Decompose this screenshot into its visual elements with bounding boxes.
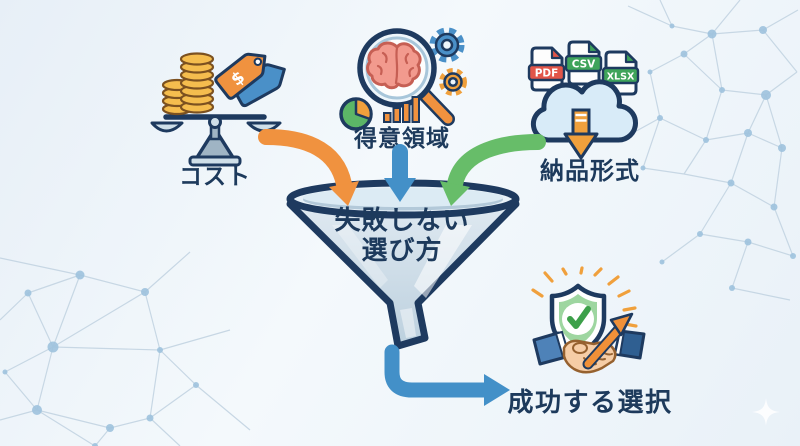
pdf-file-label: PDF bbox=[535, 68, 559, 80]
gear-blue-icon bbox=[429, 27, 465, 63]
csv-file-icon: CSV bbox=[564, 40, 603, 86]
network-mesh-top-right bbox=[619, 0, 799, 301]
pie-chart-icon bbox=[339, 97, 373, 131]
success-label: 成功する選択 bbox=[507, 388, 673, 418]
cloud-download-files-icon: PDF CSV XLSX bbox=[527, 40, 640, 160]
balance-scale-icon bbox=[150, 114, 282, 167]
cost-to-funnel-arrow bbox=[258, 129, 359, 206]
balance-scale-coins-price-tag-icon: $ bbox=[150, 52, 286, 167]
network-mesh-bottom-left bbox=[0, 251, 251, 446]
funnel-spout-highlight bbox=[400, 308, 416, 338]
network-mesh-bottom-left-nodes bbox=[2, 270, 199, 446]
funnel-label-line1: 失敗しない bbox=[334, 206, 470, 236]
brain-icon bbox=[366, 41, 422, 90]
growth-arrow-icon bbox=[582, 312, 634, 370]
shield-check-handshake-icon bbox=[531, 266, 646, 374]
funnel-highlight-left bbox=[332, 225, 388, 288]
sparkle-icon bbox=[752, 398, 780, 426]
checkmark-icon bbox=[567, 306, 591, 329]
funnel-highlight-right bbox=[414, 225, 472, 298]
expertise-to-funnel-arrow bbox=[384, 144, 416, 202]
download-arrow-icon bbox=[563, 108, 599, 160]
gear-orange-icon bbox=[439, 68, 467, 96]
bar-chart-icon bbox=[383, 96, 420, 123]
pdf-file-icon: PDF bbox=[527, 46, 566, 92]
magnifier-handle bbox=[417, 87, 455, 126]
xlsx-file-label: XLSX bbox=[607, 72, 635, 83]
funnel-label: 失敗しない 選び方 bbox=[318, 206, 486, 267]
network-mesh-top-right-nodes bbox=[640, 23, 796, 291]
magnifier-brain-gears-charts-icon bbox=[339, 27, 467, 131]
csv-file-label: CSV bbox=[572, 59, 596, 71]
funnel-to-success-arrow bbox=[384, 344, 510, 406]
cost-label: コスト bbox=[179, 164, 251, 190]
delivery-to-funnel-arrow bbox=[440, 134, 546, 206]
delivery-label: 納品形式 bbox=[540, 157, 640, 185]
coin-stack-icon bbox=[161, 52, 215, 116]
xlsx-file-icon: XLSX bbox=[601, 50, 640, 96]
price-tag-icon: $ bbox=[214, 52, 286, 108]
funnel-label-line2: 選び方 bbox=[361, 235, 443, 266]
